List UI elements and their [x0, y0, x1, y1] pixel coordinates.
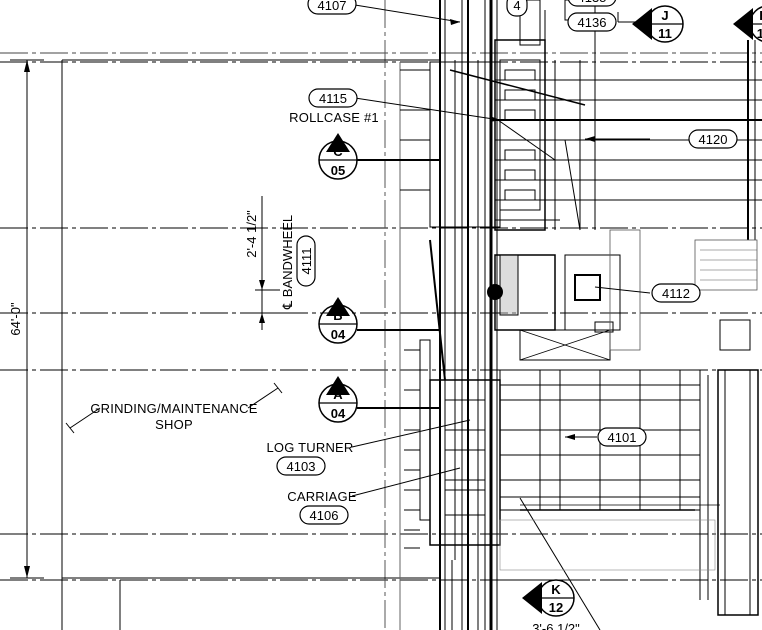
dimension-bottom-text: 3'-6 1/2"	[532, 621, 580, 630]
svg-text:12: 12	[549, 600, 563, 615]
grinding-arrows	[65, 382, 283, 434]
tag-leaders	[351, 4, 651, 497]
grinding-label-line2: SHOP	[155, 417, 193, 432]
svg-text:4111: 4111	[299, 248, 314, 275]
wall-outline	[61, 59, 440, 630]
dimension-bandwheel-text: 2'-4 1/2"	[244, 210, 259, 258]
tag-4115: 4115	[308, 88, 358, 108]
tag-4112: 4112	[651, 283, 701, 303]
svg-text:4136: 4136	[578, 15, 607, 30]
bandwheel-label: ℄ BANDWHEEL	[280, 215, 295, 310]
svg-text:C: C	[333, 144, 343, 159]
svg-text:10: 10	[757, 26, 762, 41]
tag-4111: 4111	[296, 235, 316, 287]
grinding-label-line1: GRINDING/MAINTENANCE	[90, 401, 257, 416]
rollcase-label: ROLLCASE #1	[289, 110, 379, 125]
svg-text:A: A	[333, 387, 343, 402]
section-marker-h10: H 10	[733, 6, 762, 42]
svg-text:4101: 4101	[608, 430, 637, 445]
svg-text:4112: 4112	[662, 286, 690, 301]
svg-text:4135: 4135	[578, 0, 607, 5]
svg-text:11: 11	[658, 26, 672, 41]
section-marker-j11: J 11	[632, 5, 684, 43]
dimension-64ft: 64'-0"	[8, 59, 44, 579]
posts	[400, 69, 430, 549]
svg-text:4: 4	[513, 0, 520, 13]
dimension-64ft-text: 64'-0"	[8, 302, 23, 336]
svg-text:H: H	[759, 8, 762, 23]
svg-text:4107: 4107	[318, 0, 347, 13]
tag-4103: 4103	[276, 456, 326, 476]
tag-4135: 4135	[567, 0, 617, 7]
svg-text:4120: 4120	[699, 132, 728, 147]
section-marker-k12: K 12	[522, 579, 575, 617]
log-turner-label: LOG TURNER	[267, 440, 354, 455]
svg-text:B: B	[333, 308, 342, 323]
tag-4106: 4106	[299, 505, 349, 525]
dimension-bandwheel: 2'-4 1/2" ℄ BANDWHEEL	[244, 196, 295, 330]
section-marker-c05: C 05	[318, 133, 440, 180]
tag-4-partial: 4	[506, 0, 528, 17]
carriage-label: CARRIAGE	[287, 489, 357, 504]
leader-arrowheads	[450, 19, 595, 440]
svg-text:J: J	[661, 8, 668, 23]
tag-4101: 4101	[597, 427, 647, 447]
svg-text:04: 04	[331, 327, 346, 342]
svg-text:04: 04	[331, 406, 346, 421]
svg-text:05: 05	[331, 163, 345, 178]
svg-text:4103: 4103	[287, 459, 316, 474]
tag-4107: 4107	[307, 0, 357, 15]
svg-text:K: K	[551, 582, 561, 597]
section-marker-a04: A 04	[318, 376, 440, 423]
section-marker-b04: B 04	[318, 297, 440, 344]
machinery-linework	[419, 0, 762, 630]
tag-4136: 4136	[567, 12, 617, 32]
svg-text:4115: 4115	[319, 91, 347, 106]
tag-4120: 4120	[688, 129, 738, 149]
svg-text:4106: 4106	[310, 508, 339, 523]
